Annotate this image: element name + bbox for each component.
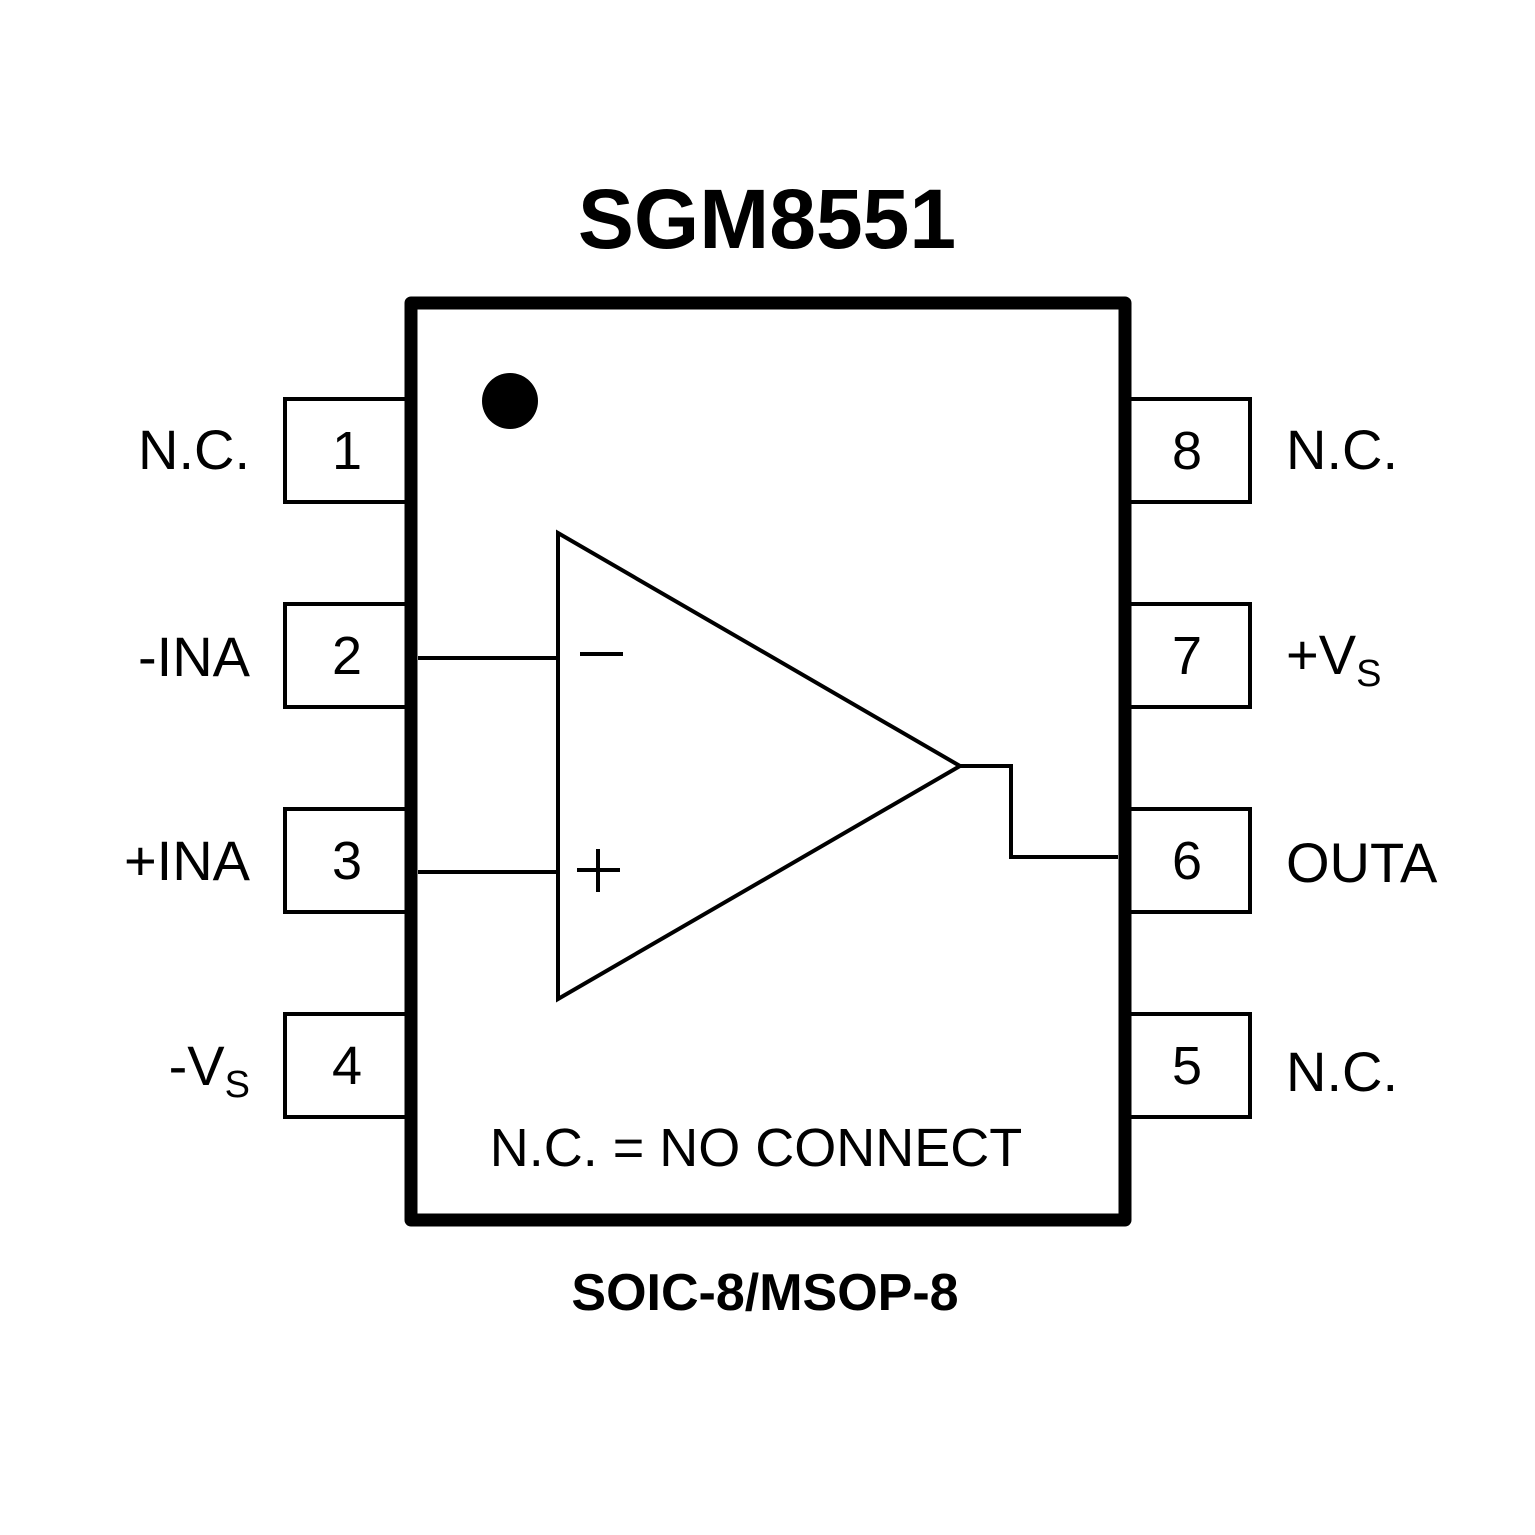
pin-label-7-main: +V (1286, 623, 1357, 686)
right-pins (1123, 397, 1252, 1119)
opamp-triangle-icon (556, 529, 964, 1003)
pin-box-3 (283, 807, 412, 914)
pin-label-4-main: -V (169, 1034, 226, 1097)
plus-icon (577, 849, 620, 892)
pin-label-3: +INA (124, 829, 251, 892)
pin-label-4: -VS (169, 1034, 250, 1106)
pin-label-2: -INA (138, 625, 251, 688)
pin-number-3: 3 (332, 831, 362, 891)
pin-label-6: OUTA (1286, 831, 1438, 894)
pin-number-4: 4 (332, 1036, 362, 1096)
pin-label-4-sub: S (225, 1064, 250, 1106)
pin-label-7: +VS (1286, 623, 1381, 695)
pin-number-5: 5 (1172, 1036, 1202, 1096)
wire-output (960, 764, 1118, 859)
pin-number-1: 1 (332, 421, 362, 481)
pin-label-1: N.C. (138, 418, 250, 481)
no-connect-note: N.C. = NO CONNECT (490, 1118, 1023, 1178)
chip-title: SGM8551 (578, 172, 956, 266)
pin-label-5: N.C. (1286, 1040, 1398, 1103)
pin-box-2 (283, 602, 412, 709)
pin-number-7: 7 (1172, 626, 1202, 686)
left-pins (283, 397, 412, 1119)
pin-box-6 (1123, 807, 1252, 914)
pin-number-6: 6 (1172, 831, 1202, 891)
pin-number-2: 2 (332, 626, 362, 686)
package-name: SOIC-8/MSOP-8 (571, 1264, 958, 1322)
pin-label-7-sub: S (1356, 653, 1381, 695)
pin1-dot-icon (482, 373, 538, 429)
pin-box-1 (283, 397, 412, 504)
pin-box-8 (1123, 397, 1252, 504)
pin-label-8: N.C. (1286, 418, 1398, 481)
package-body (404, 296, 1132, 1227)
pin-number-8: 8 (1172, 421, 1202, 481)
